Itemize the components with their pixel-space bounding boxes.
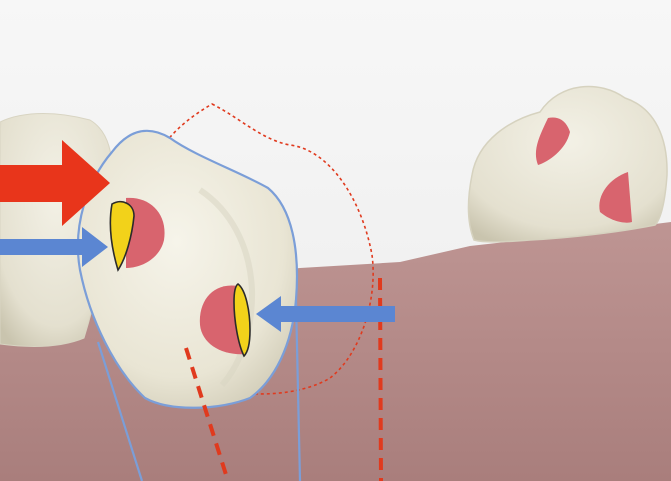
dental-diagram [0,0,671,481]
